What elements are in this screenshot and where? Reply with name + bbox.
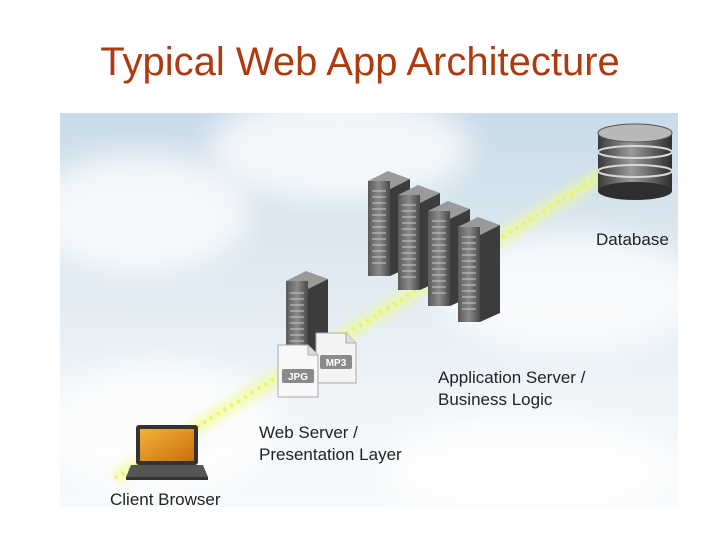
page-title: Typical Web App Architecture <box>100 40 620 84</box>
database-icon <box>597 123 673 200</box>
connection-line <box>110 141 650 485</box>
client-browser-label: Client Browser <box>110 490 221 507</box>
laptop-icon <box>126 425 208 480</box>
web-server-label-line1: Web Server / <box>259 423 358 442</box>
architecture-diagram: MP3 JPG Database Application Server / Bu… <box>60 113 678 507</box>
web-server-label-line2: Presentation Layer <box>259 445 402 464</box>
app-server-label-line1: Application Server / <box>438 368 586 387</box>
jpg-tag: JPG <box>288 372 308 383</box>
jpg-file-icon: JPG <box>277 344 319 398</box>
app-server-icon <box>368 171 500 322</box>
mp3-tag: MP3 <box>326 358 347 369</box>
database-label: Database <box>596 230 669 249</box>
mp3-file-icon: MP3 <box>315 332 357 384</box>
app-server-label-line2: Business Logic <box>438 390 553 409</box>
